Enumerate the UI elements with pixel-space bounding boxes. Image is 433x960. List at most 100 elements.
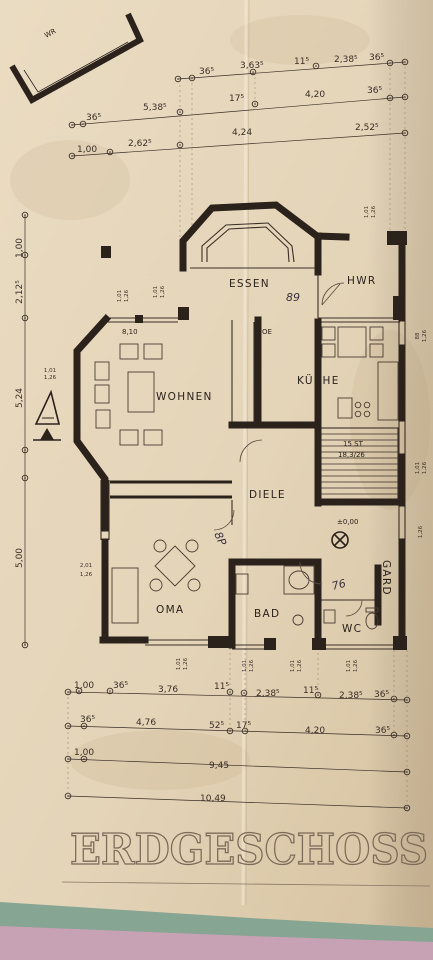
bottom-row-4-line bbox=[67, 795, 408, 809]
dim-left-2: 5,24 bbox=[15, 388, 25, 408]
stairs-ratio-label: 18,3/26 bbox=[338, 451, 365, 459]
dimension-texts-left: 1,00 2,12⁵ 5,24 5,00 bbox=[15, 238, 25, 568]
room-label-wohnen: WOHNEN bbox=[156, 391, 213, 403]
top-row-1-tick bbox=[174, 75, 182, 83]
dim-bot1-5: 11⁵ bbox=[303, 686, 318, 696]
dimension-texts-top: 36⁵ 3,63⁵ 11⁵ 2,38⁵ 36⁵ 36⁵ 5,38⁵ 17⁵ 4,… bbox=[77, 53, 384, 155]
top-row-2-tick-dot bbox=[82, 123, 84, 125]
left-column-tick-dot bbox=[24, 644, 26, 646]
bottom-row-1-tick-dot bbox=[393, 698, 395, 700]
window-label: 1,01 1,26 bbox=[346, 659, 359, 672]
paper-edge-shade bbox=[0, 0, 433, 928]
dimension-texts-bottom: 1,00 36⁵ 3,76 11⁵ 2,38⁵ 11⁵ 2,38⁵ 36⁵ 36… bbox=[74, 681, 390, 804]
top-row-3-tick bbox=[176, 141, 184, 149]
bottom-row-3-tick bbox=[64, 755, 72, 763]
window-label-width: 1,01 bbox=[153, 286, 159, 298]
kitchen-unit-label: OE bbox=[262, 328, 272, 336]
paper-stains bbox=[10, 15, 430, 790]
left-column-tick-dot bbox=[24, 317, 26, 319]
bottom-row-1-line bbox=[67, 691, 408, 701]
bottom-row-4-tick-dot bbox=[67, 795, 69, 797]
bottom-row-1-tick-dot bbox=[243, 692, 245, 694]
bottom-row-1-tick bbox=[403, 696, 411, 704]
bottom-row-1-tick bbox=[240, 689, 248, 697]
bottom-row-2-tick bbox=[403, 732, 411, 740]
bottom-row-3-line bbox=[67, 758, 408, 773]
wohnen-oma-partition bbox=[110, 480, 232, 499]
stairs-count-label: 15 ST bbox=[343, 440, 364, 448]
window-label-height: 1,26 bbox=[422, 461, 428, 474]
window-label-width: 1,01 bbox=[290, 660, 296, 672]
walls bbox=[73, 201, 406, 649]
bottom-row-1-tick bbox=[64, 688, 72, 696]
stair-steps bbox=[320, 433, 398, 495]
dim-top2-1: 5,38⁵ bbox=[143, 103, 167, 113]
dim-bot2-2: 52⁵ bbox=[209, 721, 224, 731]
window-label-width: 1,01 bbox=[176, 658, 182, 670]
top-row-1-tick-dot bbox=[252, 71, 254, 73]
paper-fold-crease bbox=[241, 0, 248, 906]
window-label: 1,01 1,26 bbox=[415, 461, 428, 474]
dim-bot3-1: 9,45 bbox=[209, 761, 229, 771]
window-label: 1,01 1,26 bbox=[290, 659, 303, 672]
top-row-2-line bbox=[71, 96, 406, 126]
room-label-kueche: KÜCHE bbox=[297, 374, 340, 387]
wohnen-furniture bbox=[94, 343, 163, 446]
wohnen-corner-label: 8,10 bbox=[122, 328, 138, 336]
dim-bot2-5: 36⁵ bbox=[375, 726, 390, 736]
window-label-height: 1,26 bbox=[371, 205, 377, 218]
window-label-width: 1,01 bbox=[117, 290, 123, 302]
dim-bot3-0: 1,00 bbox=[74, 748, 94, 758]
room-label-essen: ESSEN bbox=[229, 278, 270, 290]
room-label-oma: OMA bbox=[156, 604, 184, 616]
bottom-row-1-tick bbox=[75, 687, 83, 695]
bottom-row-3-tick-dot bbox=[83, 758, 85, 760]
top-row-1-tick-dot bbox=[315, 65, 317, 67]
window-label-width: 2,01 bbox=[80, 563, 92, 569]
dim-bot2-1: 4,76 bbox=[136, 718, 156, 728]
dim-bot1-1: 36⁵ bbox=[113, 681, 128, 691]
room-label-wc: WC bbox=[342, 623, 362, 635]
top-row-2-tick-dot bbox=[71, 124, 73, 126]
bottom-row-1-tick-dot bbox=[229, 691, 231, 693]
room-label-gard: GARD bbox=[380, 560, 392, 596]
window-label: 1,01 1,26 bbox=[44, 368, 57, 381]
window-label: 1,26 bbox=[418, 525, 424, 538]
floor-level-label: ±0,00 bbox=[337, 518, 358, 526]
kitchen-furniture bbox=[321, 326, 399, 421]
top-row-3-tick-dot bbox=[71, 155, 73, 157]
dim-top2-2: 17⁵ bbox=[229, 94, 244, 104]
dim-top3-2: 4,24 bbox=[232, 128, 252, 138]
chimney-symbol bbox=[331, 531, 349, 549]
left-column-tick bbox=[21, 211, 29, 219]
bottom-row-2-tick bbox=[80, 722, 88, 730]
door-swings bbox=[213, 282, 363, 617]
dim-left-1: 2,12⁵ bbox=[15, 280, 25, 304]
dim-bot1-2: 3,76 bbox=[158, 685, 178, 695]
bottom-row-2-tick-dot bbox=[83, 725, 85, 727]
dim-bot1-4: 2,38⁵ bbox=[256, 689, 280, 699]
window-label-height: 1,26 bbox=[80, 572, 93, 578]
top-row-3-tick-dot bbox=[109, 151, 111, 153]
handwritten-note-wc: 76 bbox=[330, 577, 347, 593]
bottom-row-2-line bbox=[67, 725, 408, 737]
window-label-width: 1,01 bbox=[364, 206, 370, 218]
dim-top3-3: 2,52⁵ bbox=[355, 123, 379, 133]
top-row-2-tick bbox=[68, 121, 76, 129]
dim-top3-0: 1,00 bbox=[77, 145, 97, 155]
bottom-row-1-tick bbox=[314, 691, 322, 699]
window-label-height: 1,26 bbox=[44, 375, 57, 381]
top-row-2-tick bbox=[79, 120, 87, 128]
bottom-row-2-tick-dot bbox=[67, 725, 69, 727]
left-column-tick bbox=[21, 474, 29, 482]
bath-fixtures bbox=[235, 565, 315, 626]
left-column-tick bbox=[21, 251, 29, 259]
bottom-row-3-tick bbox=[403, 768, 411, 776]
window-label-height: 1,26 bbox=[183, 657, 189, 670]
window-label-width: 1,01 bbox=[242, 660, 248, 672]
left-column-tick-dot bbox=[24, 254, 26, 256]
left-column-tick-dot bbox=[24, 477, 26, 479]
bottom-row-1-tick-dot bbox=[109, 690, 111, 692]
dim-bot1-0: 1,00 bbox=[74, 681, 94, 691]
